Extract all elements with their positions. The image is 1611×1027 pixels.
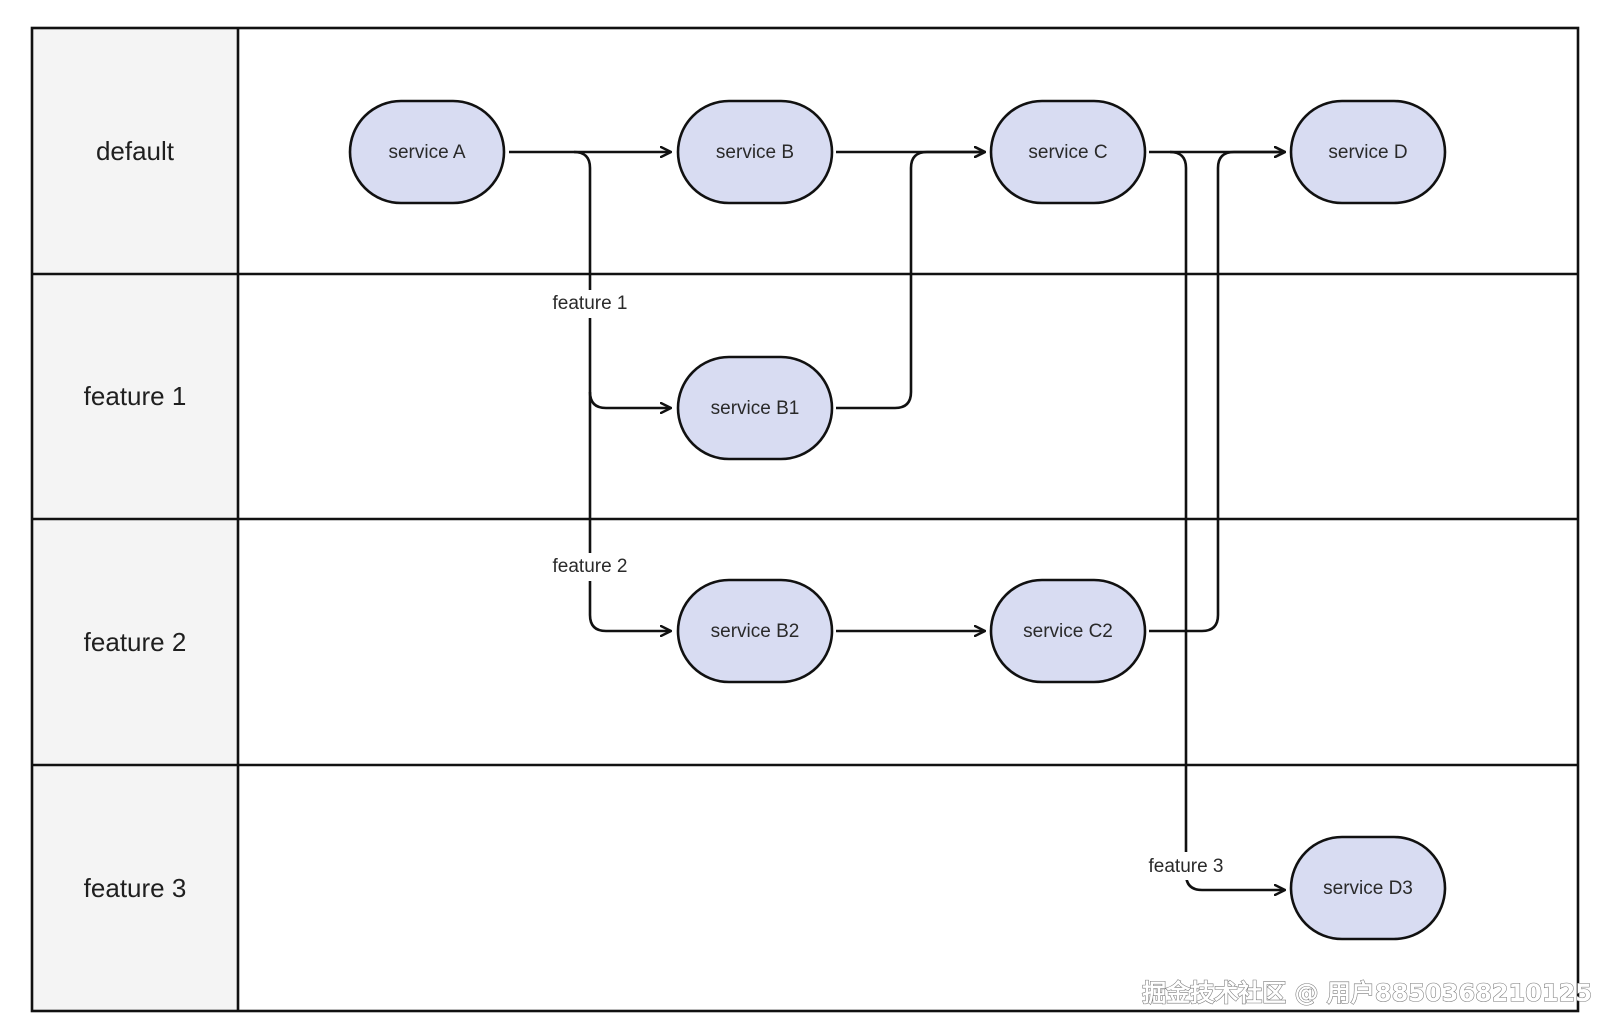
lane-label-feature-1: feature 1 <box>84 381 187 411</box>
node-label: service C <box>1028 142 1107 163</box>
node-service-b2[interactable]: service B2 <box>676 578 834 684</box>
node-service-a[interactable]: service A <box>348 99 506 205</box>
node-shape <box>989 99 1147 205</box>
node-label: service B2 <box>711 621 800 642</box>
edge-a-to-b1 <box>573 150 671 408</box>
node-shape <box>348 99 506 205</box>
node-shape <box>1289 99 1447 205</box>
edges <box>509 152 1285 890</box>
node-shape <box>1289 835 1447 941</box>
node-service-d[interactable]: service D <box>1289 99 1447 205</box>
edge-label-bg-feature-1 <box>549 290 631 318</box>
node-label: service C2 <box>1023 621 1113 642</box>
node-service-c[interactable]: service C <box>989 99 1147 205</box>
node-shape <box>676 355 834 461</box>
edge-label-feature-2: feature 2 <box>553 556 628 577</box>
node-service-c2[interactable]: service C2 <box>989 578 1147 684</box>
node-label: service B1 <box>711 398 800 419</box>
lane-label-feature-2: feature 2 <box>84 627 187 657</box>
lane-labels: default feature 1 feature 2 feature 3 <box>84 136 187 903</box>
node-shape <box>676 578 834 684</box>
node-service-d3[interactable]: service D3 <box>1289 835 1447 941</box>
node-service-b1[interactable]: service B1 <box>676 355 834 461</box>
edge-label-bg-feature-2 <box>549 553 631 581</box>
lane-label-feature-3: feature 3 <box>84 873 187 903</box>
edge-b1-to-c <box>836 152 985 410</box>
node-shape <box>676 99 834 205</box>
node-label: service B <box>716 142 794 163</box>
edge-label-feature-3: feature 3 <box>1149 856 1224 877</box>
edge-c-to-d3 <box>1169 150 1285 890</box>
watermark: 掘金技术社区 @ 用户8850368210125 <box>1142 979 1592 1007</box>
lane-label-default: default <box>96 136 175 166</box>
edge-label-feature-1: feature 1 <box>553 293 628 314</box>
edge-c2-to-d <box>1149 152 1285 633</box>
edge-labels: feature 1 feature 2 feature 3 <box>549 290 1227 880</box>
edge-label-bg-feature-3 <box>1145 852 1227 880</box>
node-label: service D3 <box>1323 878 1413 899</box>
node-service-b[interactable]: service B <box>676 99 834 205</box>
nodes: service A service B service C service D … <box>348 99 1447 941</box>
node-label: service A <box>388 142 465 163</box>
node-shape <box>989 578 1147 684</box>
node-label: service D <box>1328 142 1407 163</box>
edge-a-to-b2 <box>588 392 671 631</box>
